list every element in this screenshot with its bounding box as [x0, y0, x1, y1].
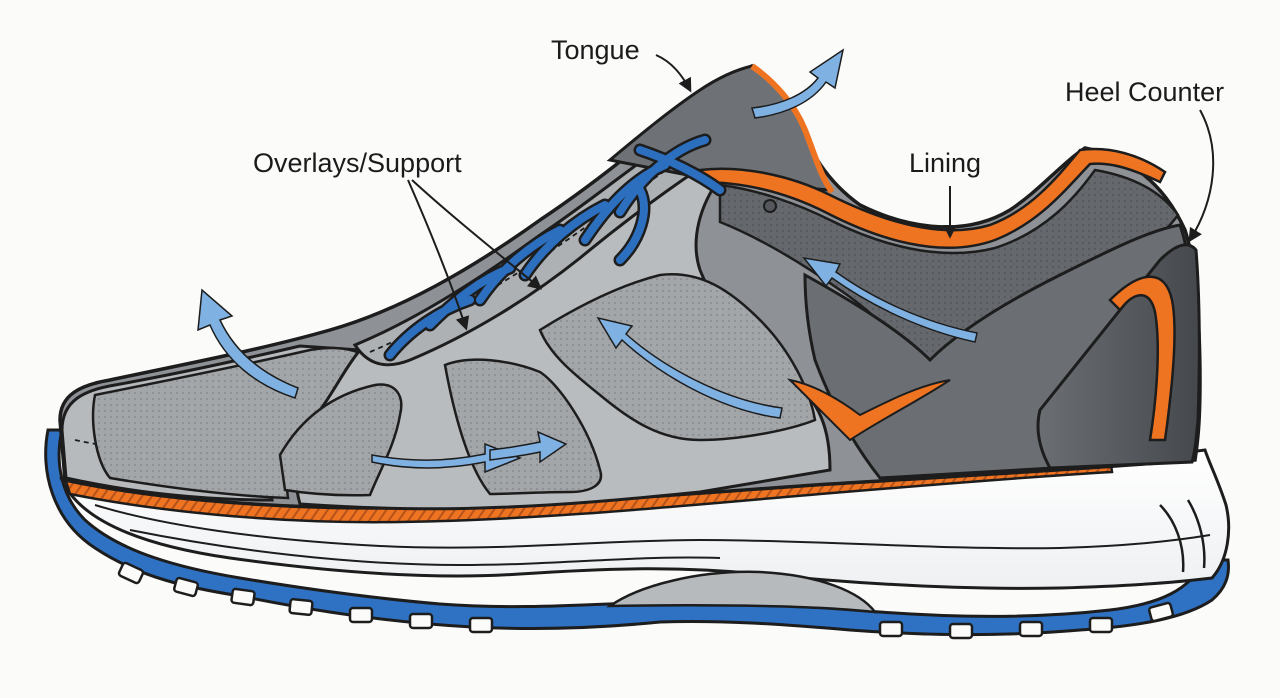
eyelet	[764, 200, 776, 212]
tongue-label: Tongue	[551, 37, 640, 64]
heel-counter-label: Heel Counter	[1065, 79, 1224, 106]
lining-label: Lining	[909, 150, 981, 177]
overlays-support-label: Overlays/Support	[253, 150, 462, 177]
